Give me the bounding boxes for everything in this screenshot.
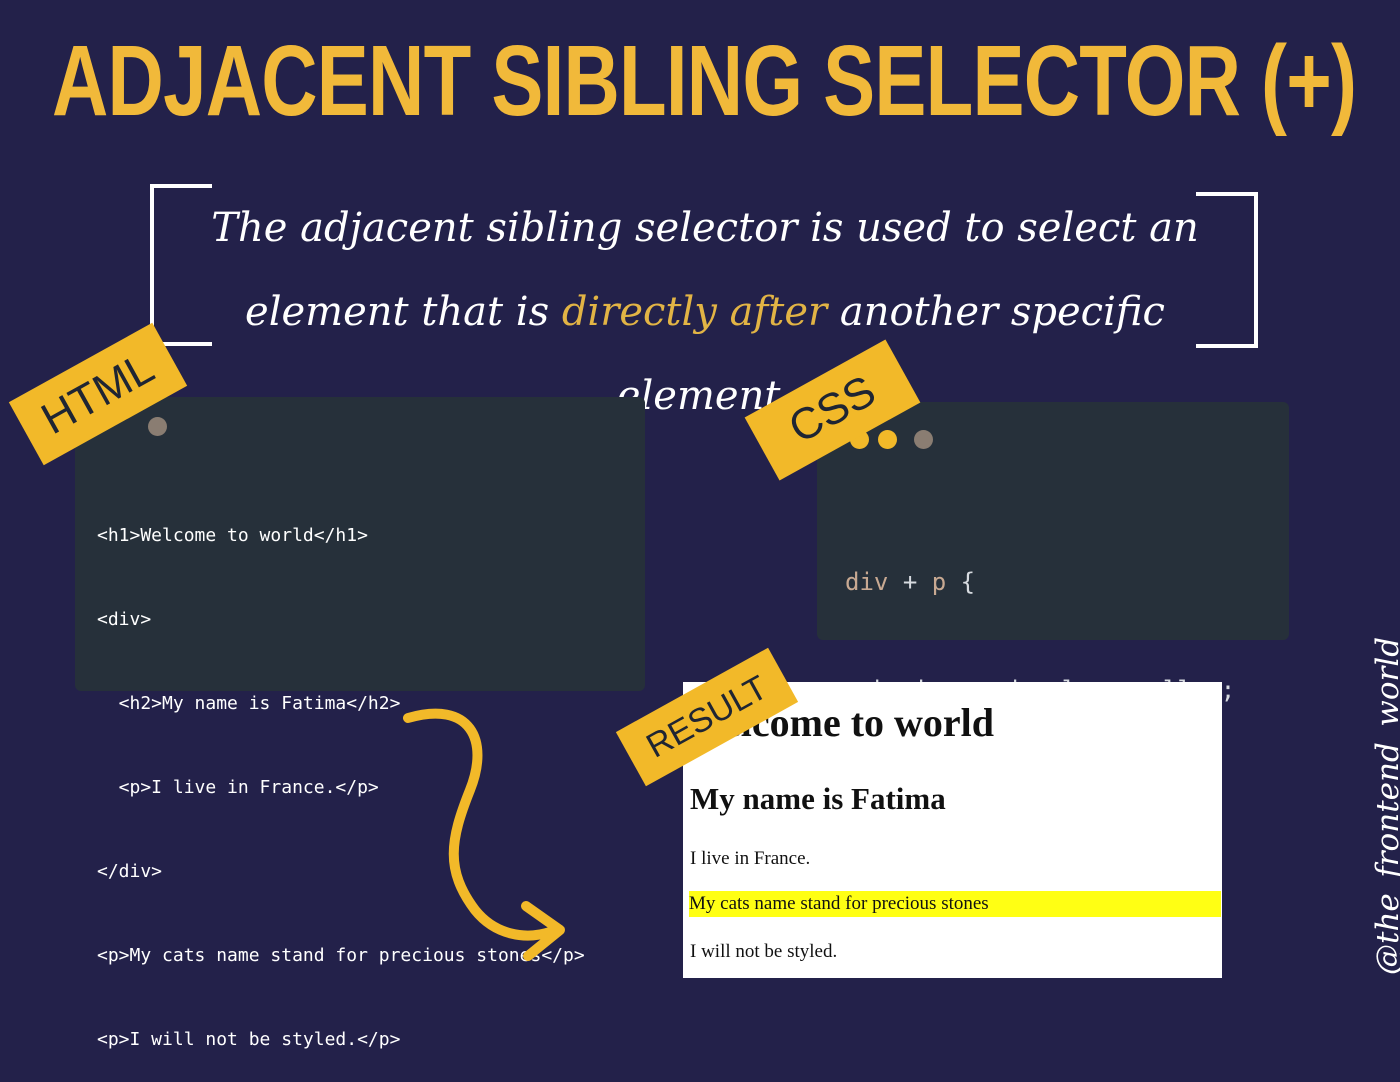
html-code-line-2: <div> bbox=[97, 609, 152, 630]
html-code-line-7: <p>I will not be styled.</p> bbox=[97, 1029, 401, 1050]
css-semicolon: ; bbox=[1220, 676, 1236, 704]
html-code-line-4: <p>I live in France.</p> bbox=[97, 777, 379, 798]
result-preview: elcome to world My name is Fatima I live… bbox=[683, 682, 1222, 978]
css-plus: + bbox=[902, 568, 918, 596]
window-dot-icon bbox=[148, 417, 167, 436]
window-dot-icon bbox=[914, 430, 933, 449]
definition-before: The adjacent sibling selector is used to… bbox=[211, 205, 1199, 335]
definition-highlight: directly after bbox=[561, 289, 828, 335]
result-paragraph-3: I will not be styled. bbox=[690, 941, 838, 962]
result-paragraph-highlighted: My cats name stand for precious stones bbox=[689, 891, 1221, 917]
css-selector-p: p bbox=[931, 568, 947, 596]
page-title: ADJACENT SIBLING SELECTOR (+) bbox=[52, 25, 1357, 137]
css-code-line-1: div + p { bbox=[845, 564, 1235, 600]
window-dot-icon bbox=[878, 430, 897, 449]
curved-arrow-icon bbox=[403, 708, 565, 961]
css-selector-div: div bbox=[845, 568, 889, 596]
left-bracket bbox=[150, 184, 212, 346]
html-code-panel bbox=[75, 397, 645, 691]
result-paragraph-1: I live in France. bbox=[690, 848, 811, 869]
html-code-line-3: <h2>My name is Fatima</h2> bbox=[97, 693, 401, 714]
html-code-line-1: <h1>Welcome to world</h1> bbox=[97, 525, 368, 546]
css-open-brace: { bbox=[960, 568, 976, 596]
result-heading-2: My name is Fatima bbox=[690, 781, 946, 816]
definition-text: The adjacent sibling selector is used to… bbox=[160, 186, 1250, 438]
watermark: @the_frontend_world bbox=[1370, 636, 1400, 975]
right-bracket bbox=[1196, 192, 1258, 348]
definition-after: another specific element. bbox=[616, 289, 1165, 419]
html-code-line-5: </div> bbox=[97, 861, 163, 882]
